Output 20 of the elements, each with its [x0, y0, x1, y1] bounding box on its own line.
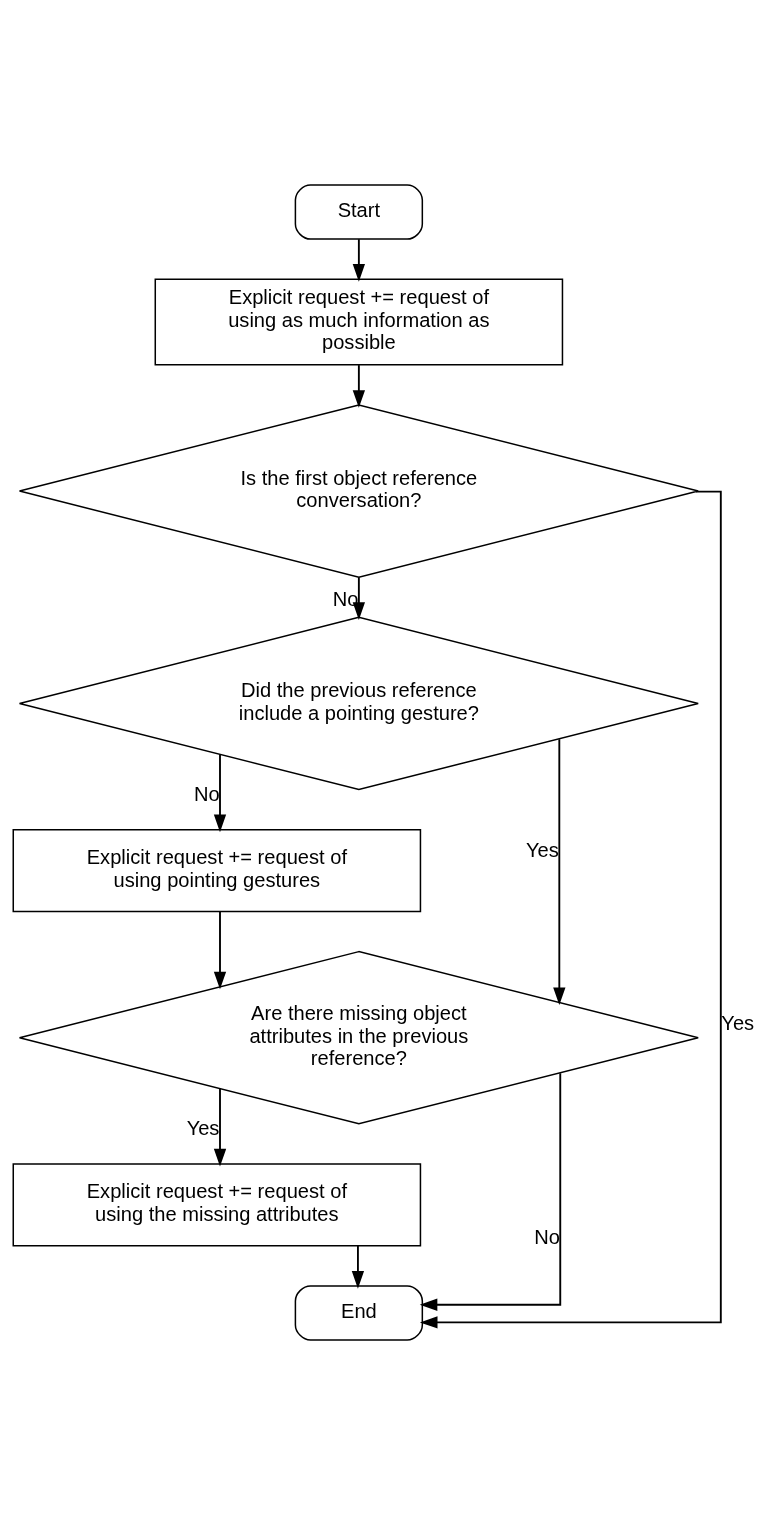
edge-label: Yes [525, 838, 559, 861]
arrow [419, 490, 722, 1329]
node-box: End [294, 1284, 424, 1341]
arrow [352, 237, 366, 282]
arrow [419, 1071, 562, 1311]
arrow [352, 363, 366, 408]
node-box: Explicit request += request of using the missing attributes [12, 1162, 422, 1246]
node-box: Explicit request += request of using as much information as possible [154, 278, 564, 365]
edge-label: No [332, 587, 359, 610]
arrow [213, 753, 227, 832]
edge-label: No [534, 1225, 560, 1248]
edge-label: Yes [721, 1011, 755, 1034]
node-box: Explicit request += request of using pointing gestures [12, 828, 422, 912]
arrow [352, 576, 366, 620]
arrow [213, 1087, 227, 1166]
node-box: Start [294, 183, 424, 240]
arrow [553, 737, 566, 1005]
arrow [213, 910, 227, 989]
node-diamond: Is the first object reference conversation? [18, 403, 699, 578]
arrow [351, 1244, 365, 1289]
